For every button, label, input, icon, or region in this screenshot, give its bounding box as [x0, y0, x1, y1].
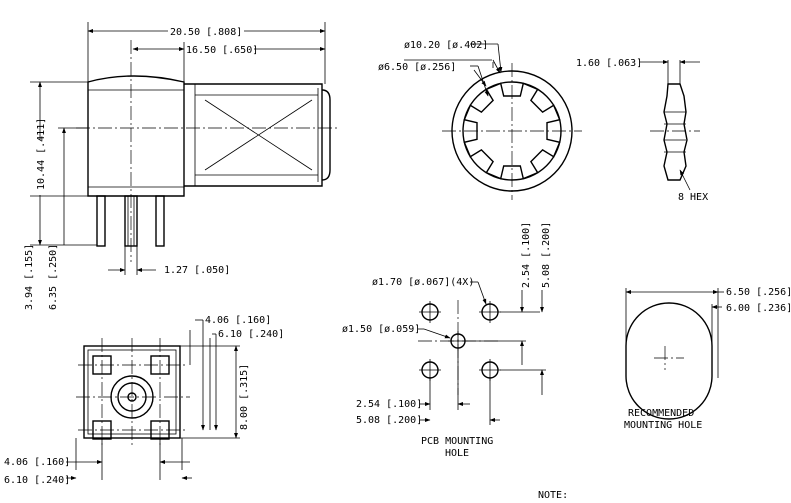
nut-outer-diameter-label: ø10.20 [ø.402] [404, 40, 488, 51]
pin-height-short-label: 3.94 [.155] [24, 244, 35, 310]
bottom-inner-bottom-label: 4.06 [.160] [4, 457, 70, 468]
pcb-caption-line2: HOLE [445, 448, 469, 459]
nut-side-profile [663, 83, 688, 181]
connector-height-label: 10.44 [.411] [36, 118, 47, 190]
connector-pin-right [155, 195, 165, 247]
nut-thickness-label: 1.60 [.063] [576, 58, 642, 69]
nut-teeth [463, 82, 561, 180]
connector-pin-left [96, 195, 106, 247]
nut-inner-diameter-label: ø6.50 [ø.256] [378, 62, 456, 73]
d-shaped-hole [625, 302, 713, 420]
pcb-caption-line1: PCB MOUNTING [421, 436, 493, 447]
hex-nut-front-view: ø10.20 [ø.402] ø6.50 [ø.256] [378, 40, 582, 200]
panel-width-outer-label: 6.50 [.256] [726, 287, 791, 298]
recommended-mounting-hole: 6.50 [.256] 6.00 [.236] RECOMMENDED MOUN… [624, 287, 791, 431]
hex-size-label: 8 HEX [678, 192, 708, 203]
pin-height-long-label: 6.35 [.250] [48, 244, 59, 310]
body-length-label: 16.50 [.650] [186, 45, 258, 56]
pcb-v-outer-label: 5.08 [.200] [541, 222, 552, 288]
pcb-h-outer-label: 5.08 [.200] [356, 415, 422, 426]
bottom-height-label: 8.00 [.315] [239, 364, 250, 430]
pcb-center-hole-label: ø1.50 [ø.059] [342, 324, 420, 335]
note-label: NOTE: [538, 490, 568, 501]
connector-body [87, 75, 185, 197]
connector-barrel [184, 83, 323, 187]
bottom-outer-top-label: 6.10 [.240] [218, 329, 284, 340]
panel-width-inner-label: 6.00 [.236] [726, 303, 791, 314]
pcb-h-inner-label: 2.54 [.100] [356, 399, 422, 410]
panel-caption-line2: MOUNTING HOLE [624, 420, 702, 431]
pcb-mounting-layout: 2.54 [.100] 5.08 [.200] 2.54 [.100] 5.08… [342, 222, 552, 459]
overall-length-label: 20.50 [.808] [170, 27, 242, 38]
connector-side-view: 20.50 [.808] 16.50 [.650] 10.44 [.411] 3… [24, 22, 340, 310]
bottom-outer-bottom-label: 6.10 [.240] [4, 475, 70, 486]
connector-bottom-view: 4.06 [.160] 6.10 [.240] 8.00 [.315] 4.06… [4, 315, 284, 486]
pcb-corner-holes-label: ø1.70 [ø.067](4X) [372, 277, 474, 288]
pin-diameter-label: 1.27 [.050] [164, 265, 230, 276]
hex-nut-side-view: 1.60 [.063] 8 HEX [576, 58, 708, 203]
pcb-v-inner-label: 2.54 [.100] [521, 222, 532, 288]
panel-caption-line1: RECOMMENDED [628, 408, 694, 419]
bottom-inner-top-label: 4.06 [.160] [205, 315, 271, 326]
